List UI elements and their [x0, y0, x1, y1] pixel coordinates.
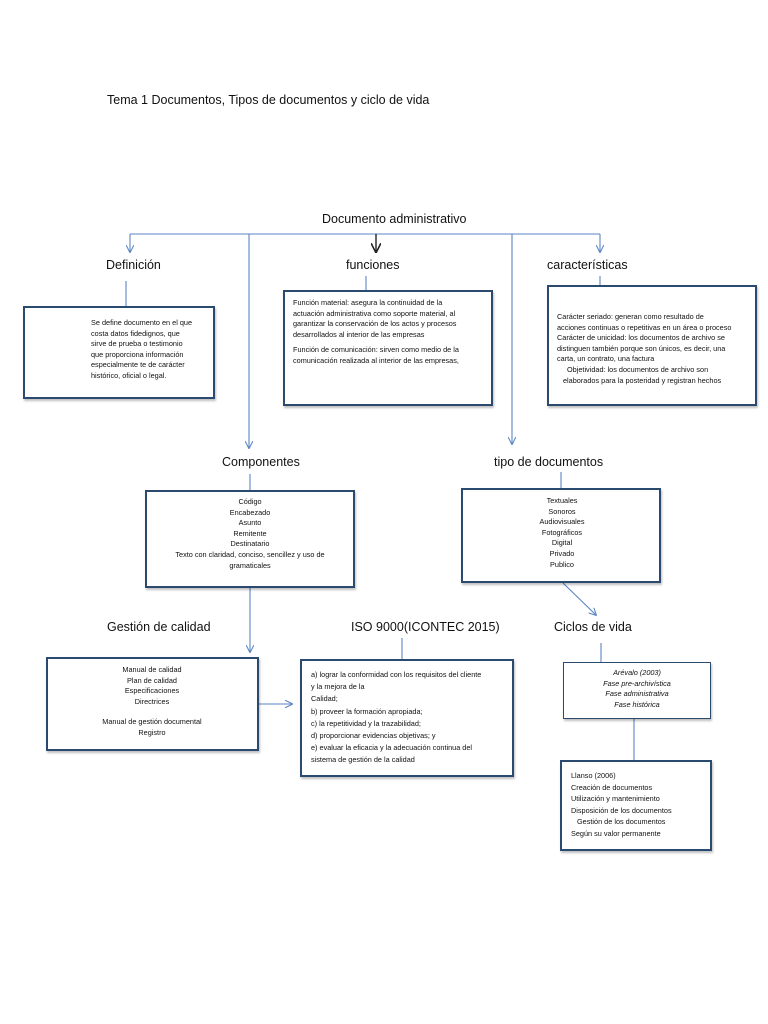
- ciclos-text: Arévalo (2003) Fase pre-archivística Fas…: [603, 668, 671, 709]
- tipo-box: Textuales Sonoros Audiovisuales Fotográf…: [461, 488, 661, 583]
- iso-text: a) lograr la conformidad con los requisi…: [311, 670, 482, 765]
- node-caracteristicas-label: características: [547, 258, 628, 272]
- definicion-box: Se define documento en el que costa dato…: [23, 306, 215, 399]
- arrow-ciclos: [562, 582, 596, 615]
- llanso-box: Llanso (2006) Creación de documentos Uti…: [560, 760, 712, 851]
- gestion-text: Manual de calidad Plan de calidad Especi…: [102, 665, 202, 737]
- caracteristicas-box: Carácter seriado: generan como resultado…: [547, 285, 757, 406]
- node-definicion-label: Definición: [106, 258, 161, 272]
- llanso-text: Llanso (2006) Creación de documentos Uti…: [571, 771, 672, 838]
- componentes-box: Código Encabezado Asunto Remitente Desti…: [145, 490, 355, 588]
- componentes-text: Código Encabezado Asunto Remitente Desti…: [175, 497, 325, 570]
- definicion-text: Se define documento en el que costa dato…: [91, 318, 193, 380]
- funciones-box: Función material: asegura la continuidad…: [283, 290, 493, 406]
- node-root: Documento administrativo: [322, 212, 467, 226]
- caracteristicas-text: Carácter seriado: generan como resultado…: [557, 312, 732, 385]
- funciones-text: Función material: asegura la continuidad…: [293, 298, 459, 365]
- tipo-text: Textuales Sonoros Audiovisuales Fotográf…: [539, 496, 585, 569]
- iso-box: a) lograr la conformidad con los requisi…: [300, 659, 514, 777]
- node-componentes-label: Componentes: [222, 455, 300, 469]
- ciclos-box: Arévalo (2003) Fase pre-archivística Fas…: [563, 662, 711, 719]
- gestion-box: Manual de calidad Plan de calidad Especi…: [46, 657, 259, 751]
- node-tipo-label: tipo de documentos: [494, 455, 604, 469]
- node-funciones-label: funciones: [346, 258, 400, 272]
- node-iso-label: ISO 9000(ICONTEC 2015): [351, 620, 500, 634]
- node-gestion-label: Gestión de calidad: [107, 620, 211, 634]
- page-title: Tema 1 Documentos, Tipos de documentos y…: [107, 93, 430, 107]
- node-ciclos-label: Ciclos de vida: [554, 620, 632, 634]
